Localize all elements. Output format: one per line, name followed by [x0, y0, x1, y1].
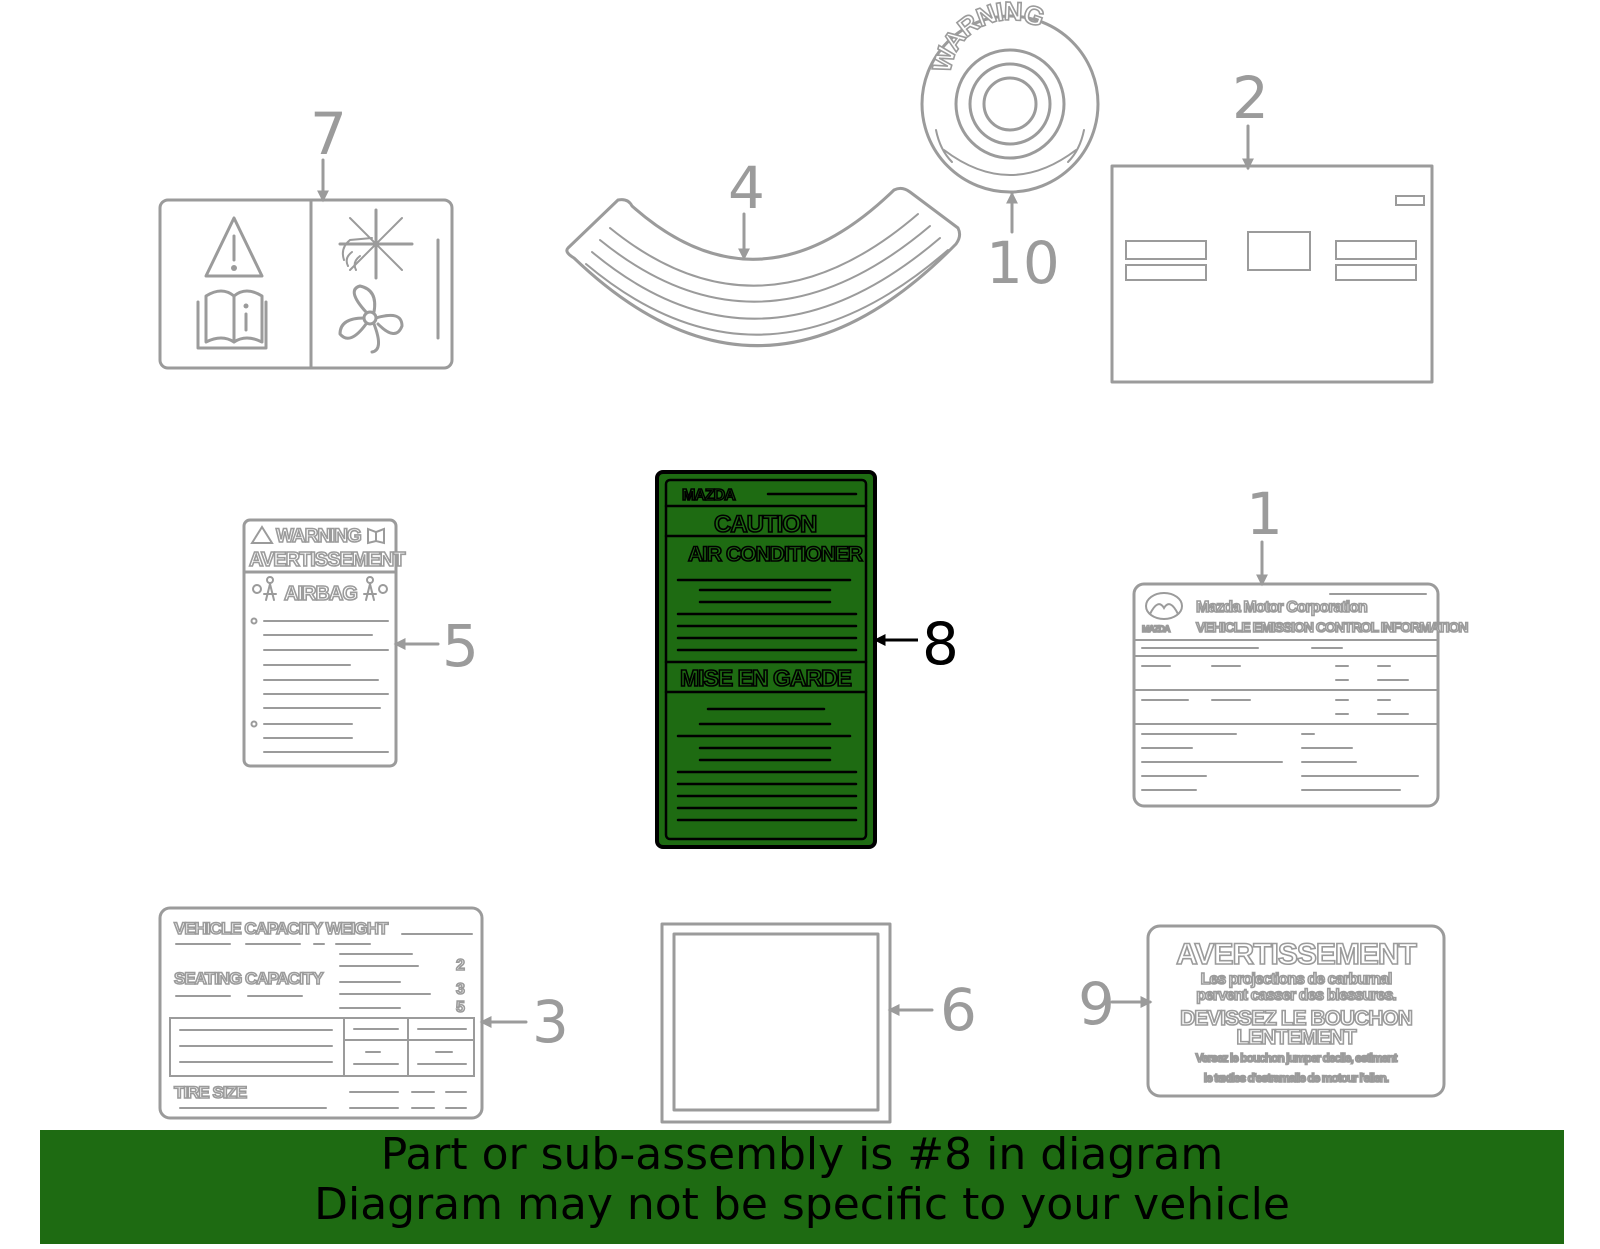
callout-10: 10 — [986, 191, 1060, 297]
callout-6: 6 — [887, 976, 977, 1044]
svg-text:MISE EN GARDE: MISE EN GARDE — [680, 665, 852, 691]
svg-text:5: 5 — [442, 612, 479, 680]
svg-text:VEHICLE EMISSION CONTROL INFOR: VEHICLE EMISSION CONTROL INFORMATION — [1196, 619, 1468, 635]
svg-text:8: 8 — [922, 610, 959, 678]
label-part-8[interactable]: MAZDA CAUTION AIR CONDITIONER MISE EN GA… — [655, 470, 877, 849]
svg-text:SEATING CAPACITY: SEATING CAPACITY — [174, 969, 324, 988]
callout-8: 8 — [873, 610, 959, 678]
label-part-10[interactable]: WARNING — [920, 0, 1100, 194]
svg-text:2: 2 — [1232, 64, 1269, 132]
svg-text:2: 2 — [456, 957, 465, 974]
svg-text:CAUTION: CAUTION — [714, 511, 816, 538]
svg-text:AIRBAG: AIRBAG — [284, 583, 357, 605]
svg-text:4: 4 — [728, 154, 765, 222]
svg-text:WARNING: WARNING — [926, 0, 1048, 76]
banner-line-2: Diagram may not be specific to your vehi… — [314, 1179, 1290, 1230]
svg-text:AIR CONDITIONER: AIR CONDITIONER — [688, 543, 863, 566]
svg-text:pervent casser des blessures.: pervent casser des blessures. — [1196, 987, 1396, 1004]
svg-text:5: 5 — [456, 999, 465, 1016]
info-banner: Part or sub-assembly is #8 in diagram Di… — [40, 1130, 1564, 1244]
svg-text:Mazda Motor Corporation: Mazda Motor Corporation — [1196, 599, 1367, 616]
callout-1: 1 — [1246, 480, 1283, 587]
callout-7: 7 — [310, 100, 347, 203]
label-part-7[interactable] — [158, 198, 454, 370]
svg-text:Les projections de carburnal: Les projections de carburnal — [1201, 971, 1392, 988]
banner-line-1: Part or sub-assembly is #8 in diagram — [380, 1129, 1224, 1180]
svg-text:le textles d'estramalie de mot: le textles d'estramalie de motour l'elle… — [1204, 1071, 1389, 1085]
callout-5: 5 — [393, 612, 479, 680]
callout-4: 4 — [728, 154, 765, 261]
label-part-5[interactable]: WARNING AVERTISSEMENT AIRBAG — [242, 518, 407, 768]
svg-text:VEHICLE CAPACITY WEIGHT: VEHICLE CAPACITY WEIGHT — [174, 919, 389, 938]
label-part-6[interactable] — [660, 922, 892, 1124]
warning-triangle-icon — [204, 216, 264, 278]
label-part-1[interactable]: MAZDA Mazda Motor Corporation VEHICLE EM… — [1132, 582, 1470, 808]
svg-text:WARNING: WARNING — [276, 526, 361, 547]
svg-text:10: 10 — [986, 229, 1060, 297]
svg-text:TIRE SIZE: TIRE SIZE — [174, 1083, 247, 1102]
hand-fan-blade-icon — [338, 208, 414, 280]
svg-text:MAZDA: MAZDA — [682, 487, 736, 504]
label-part-4[interactable] — [565, 186, 962, 348]
svg-text:3: 3 — [532, 988, 569, 1056]
svg-text:6: 6 — [940, 976, 977, 1044]
svg-text:LENTEMENT: LENTEMENT — [1236, 1026, 1357, 1049]
fan-icon — [338, 284, 404, 354]
label-part-9[interactable]: AVERTISSEMENT Les projections de carburn… — [1146, 924, 1446, 1098]
svg-text:MAZDA: MAZDA — [1142, 624, 1171, 634]
label-part-2[interactable] — [1110, 164, 1434, 384]
callout-2: 2 — [1232, 64, 1269, 171]
svg-text:1: 1 — [1246, 480, 1283, 548]
svg-text:DEVISSEZ LE BOUCHON: DEVISSEZ LE BOUCHON — [1180, 1007, 1412, 1030]
svg-text:Versez le bouchon jumper decll: Versez le bouchon jumper declle, estimen… — [1195, 1051, 1397, 1065]
svg-text:AVERTISSEMENT: AVERTISSEMENT — [249, 549, 405, 571]
callout-9: 9 — [1078, 970, 1153, 1038]
svg-text:AVERTISSEMENT: AVERTISSEMENT — [1176, 938, 1416, 971]
svg-text:3: 3 — [456, 981, 465, 998]
callout-3: 3 — [479, 988, 569, 1056]
svg-text:7: 7 — [310, 100, 347, 168]
manual-book-icon — [196, 289, 268, 350]
mazda-logo-icon — [1145, 592, 1183, 620]
label-part-3[interactable]: VEHICLE CAPACITY WEIGHT SEATING CAPACITY… — [158, 906, 484, 1120]
svg-text:9: 9 — [1078, 970, 1115, 1038]
